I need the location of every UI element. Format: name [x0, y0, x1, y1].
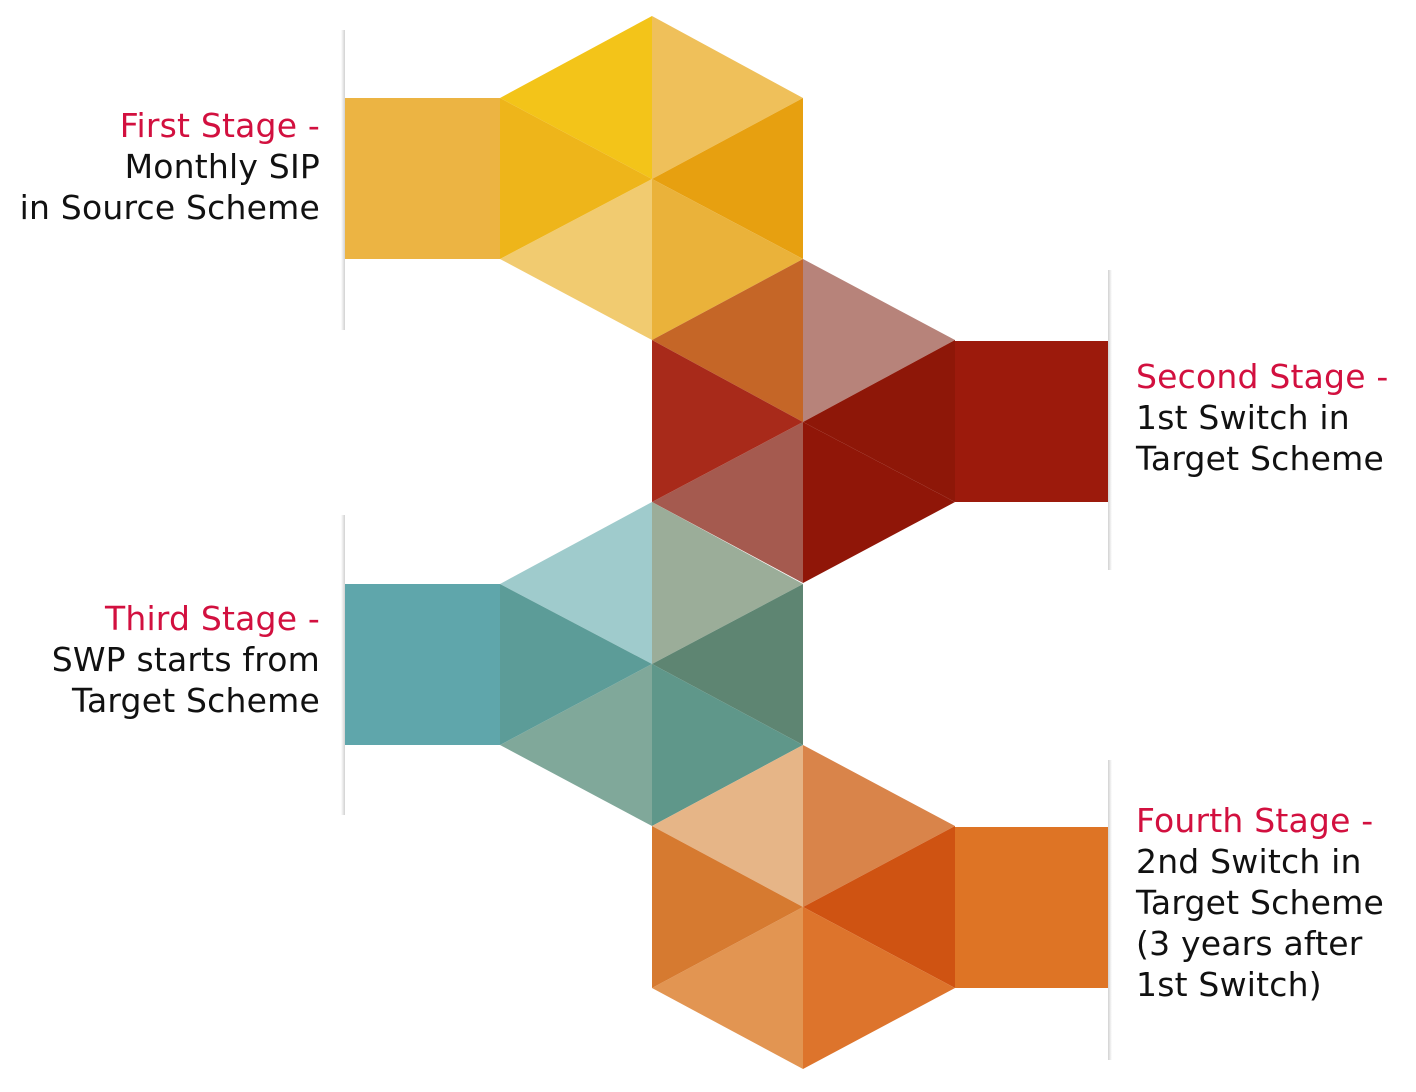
- stage-3-line-1: SWP starts from: [51, 640, 320, 679]
- stage-4-title: Fourth Stage -: [1136, 801, 1374, 840]
- stage-2-label: Second Stage - 1st Switch in Target Sche…: [1136, 356, 1389, 479]
- stage-4-hexagon: [652, 745, 1112, 1069]
- stage-1-tab: [345, 98, 500, 259]
- stage-3-label: Third Stage - SWP starts from Target Sch…: [52, 598, 320, 721]
- stage-4-tab: [955, 827, 1108, 988]
- stage-2-hexagon: [652, 259, 1112, 583]
- stage-1-hexagon: [341, 16, 803, 340]
- stage-4-line-3: (3 years after: [1136, 924, 1363, 963]
- stage-2-line-1: 1st Switch in: [1136, 398, 1350, 437]
- stage-4-line-2: Target Scheme: [1136, 883, 1384, 922]
- stage-1-line-2: in Source Scheme: [19, 188, 320, 227]
- stage-3-tab: [345, 584, 500, 745]
- stage-1-title: First Stage -: [119, 106, 320, 145]
- stage-3-line-2: Target Scheme: [72, 681, 320, 720]
- stage-1-label: First Stage - Monthly SIP in Source Sche…: [20, 105, 320, 228]
- stage-4-line-1: 2nd Switch in: [1136, 842, 1362, 881]
- stage-3-hexagon: [341, 502, 803, 826]
- stage-2-title: Second Stage -: [1136, 357, 1389, 396]
- stage-1-line-1: Monthly SIP: [124, 147, 320, 186]
- stage-3-title: Third Stage -: [104, 599, 320, 638]
- stage-4-line-4: 1st Switch): [1136, 965, 1322, 1004]
- stage-2-tab: [955, 341, 1108, 502]
- stage-4-label: Fourth Stage - 2nd Switch in Target Sche…: [1136, 800, 1384, 1005]
- stage-2-line-2: Target Scheme: [1136, 439, 1384, 478]
